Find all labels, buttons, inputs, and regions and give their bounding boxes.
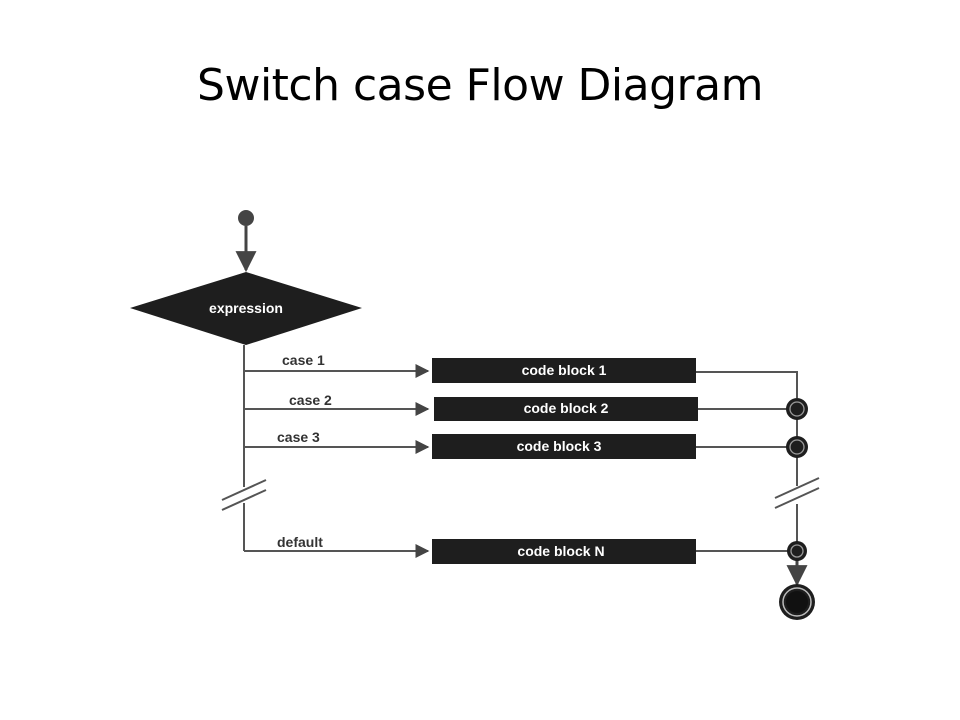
code-block-2-label: code block 2 — [524, 400, 609, 416]
code-block-n — [432, 539, 696, 564]
code-block-1 — [432, 358, 696, 383]
case-2-label: case 2 — [289, 392, 332, 408]
code-block-3-label: code block 3 — [517, 438, 602, 454]
start-node — [238, 210, 254, 226]
main-break-mark-1 — [221, 479, 267, 501]
merge-break-mark-2 — [774, 487, 820, 509]
expression-label: expression — [209, 300, 283, 316]
main-break-mark-2 — [221, 489, 267, 511]
merge-junction-n — [787, 541, 807, 561]
code-block-1-label: code block 1 — [522, 362, 607, 378]
code-block-2 — [434, 397, 698, 421]
code-block-n-label: code block N — [517, 543, 604, 559]
expression-decision — [130, 272, 362, 345]
block-1-exit — [696, 371, 798, 398]
code-block-3 — [432, 434, 696, 459]
end-node — [779, 584, 815, 620]
case-3-label: case 3 — [277, 429, 320, 445]
default-label: default — [277, 534, 323, 550]
merge-junction-2 — [786, 398, 808, 420]
merge-break-mark-1 — [774, 477, 820, 499]
merge-junction-3 — [786, 436, 808, 458]
slide-title: Switch case Flow Diagram — [197, 60, 763, 111]
case-1-label: case 1 — [282, 352, 325, 368]
